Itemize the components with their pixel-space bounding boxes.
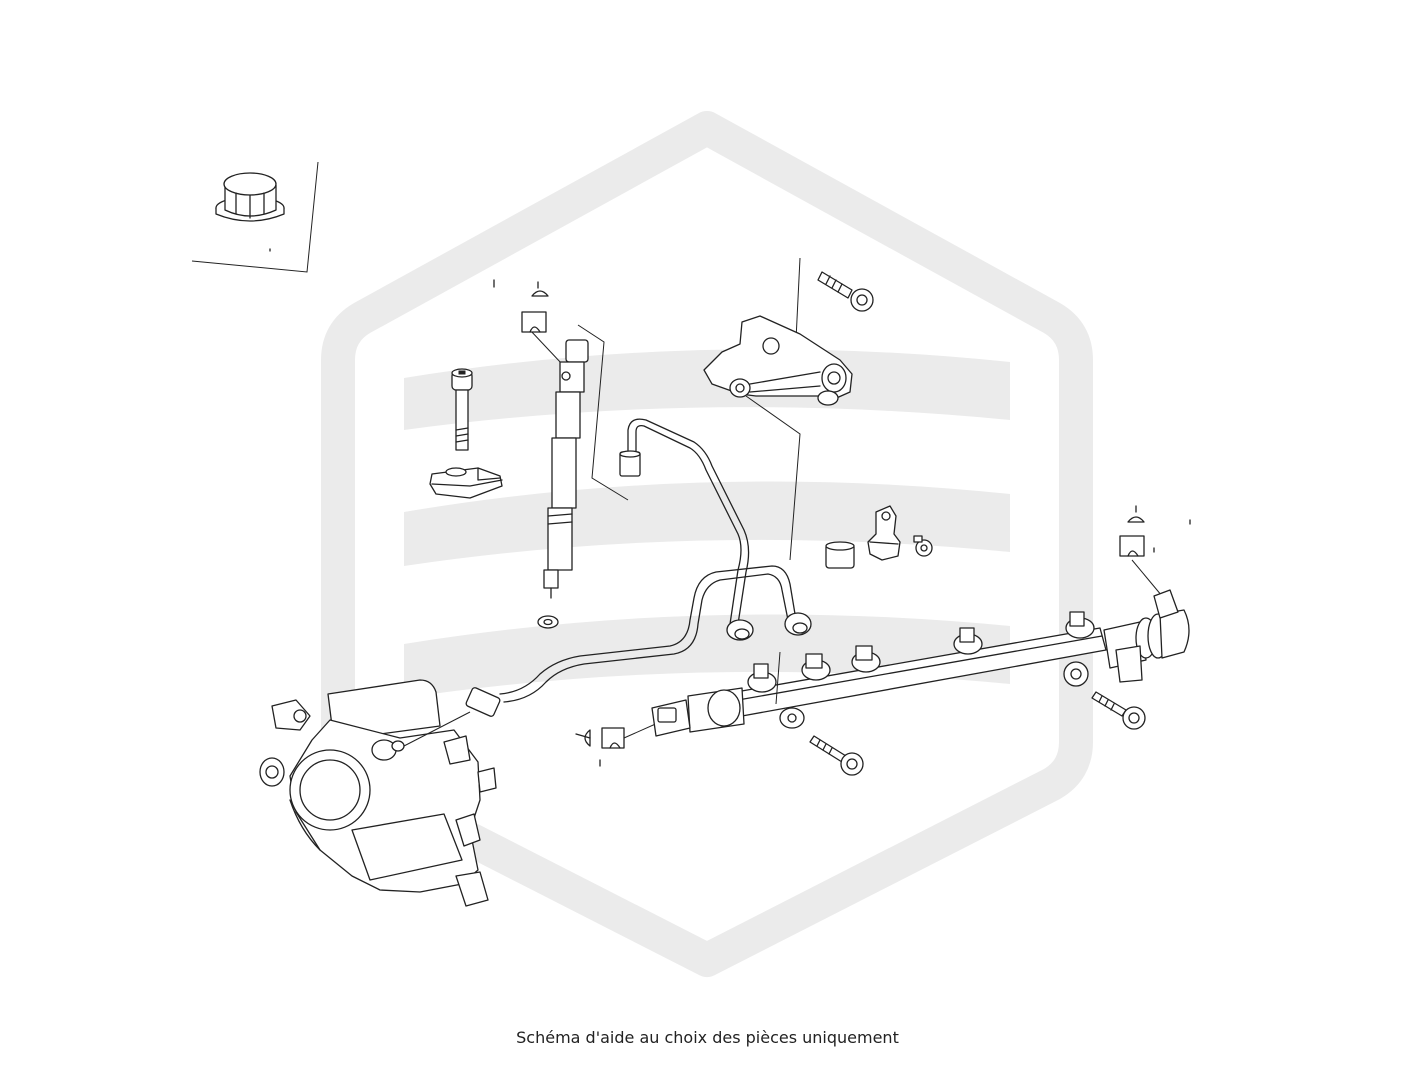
rail-pressure-valve-part[interactable] (1103, 589, 1190, 683)
rail-outlet-4 (953, 627, 983, 655)
rail-outlet-5 (1065, 611, 1095, 639)
diagram-caption: Schéma d'aide au choix des pièces unique… (516, 1028, 899, 1047)
rail-outlet-2 (801, 653, 831, 681)
connector-symbol-right (1119, 505, 1191, 597)
bracket-bolt-part[interactable] (817, 271, 874, 312)
connector-symbol-bottom (575, 721, 661, 767)
rail-outlet-1 (747, 663, 777, 693)
bracket-part[interactable] (703, 257, 853, 561)
rail-outlet-3 (851, 645, 881, 673)
injector-part[interactable] (529, 324, 629, 599)
small-nut-part[interactable] (913, 535, 933, 557)
socket-bolt-part[interactable] (451, 368, 473, 451)
injector-pipe-part[interactable] (619, 418, 754, 641)
injector-washer-part[interactable] (537, 615, 559, 629)
cap-nut-part[interactable] (191, 161, 319, 273)
sensor-clip-part[interactable] (867, 505, 901, 561)
rail-bolt-left-part[interactable] (809, 735, 864, 776)
fuel-rail-part[interactable] (735, 611, 1107, 729)
high-pressure-pump-part[interactable] (259, 679, 497, 907)
connector-symbol-top (493, 279, 549, 333)
pump-pipe-part[interactable] (465, 565, 812, 717)
rail-pressure-sensor-part[interactable] (651, 687, 745, 737)
spacer-part[interactable] (825, 541, 855, 569)
rail-bolt-right-part[interactable] (1091, 691, 1146, 730)
injector-clamp-part[interactable] (429, 467, 503, 499)
